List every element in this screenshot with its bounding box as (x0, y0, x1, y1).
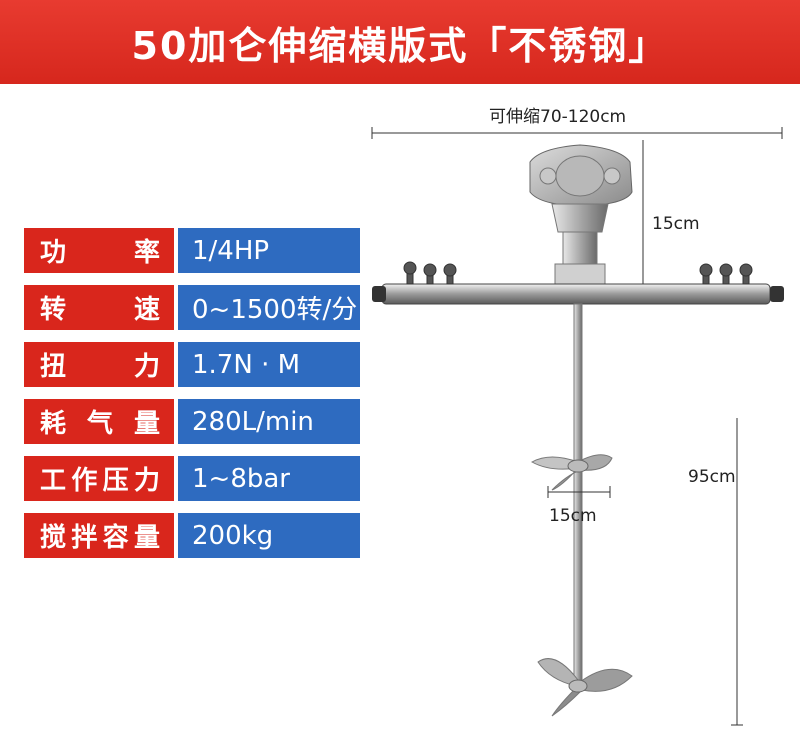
spec-label-char: 压 (102, 466, 129, 496)
spec-label: 耗气量 (24, 399, 174, 444)
spec-row-power: 功率 1/4HP (24, 228, 360, 273)
spec-label: 搅拌容量 (24, 513, 174, 558)
spec-table: 功率 1/4HP 转速 0~1500转/分 扭力 1.7N · M 耗气量 28… (24, 228, 360, 570)
spec-label-char: 转 (40, 295, 67, 325)
spec-label: 工作压力 (24, 456, 174, 501)
blade-span-dimension-line (547, 486, 611, 498)
spec-label-char: 搅 (40, 523, 67, 553)
upper-propeller (530, 454, 613, 491)
spec-row-working-pressure: 工作压力 1~8bar (24, 456, 360, 501)
spec-value: 1.7N · M (178, 342, 360, 387)
banner-title: 50加仑伸缩横版式「不锈钢」 (131, 23, 669, 68)
spec-label: 扭力 (24, 342, 174, 387)
spec-value: 1/4HP (178, 228, 360, 273)
spec-label-char: 工 (40, 466, 67, 496)
spec-label-char: 耗 (40, 409, 67, 439)
spec-label-char: 力 (133, 466, 160, 496)
width-range-label: 可伸缩70-120cm (489, 107, 627, 127)
spec-label-char: 量 (133, 409, 160, 439)
spec-row-air-consumption: 耗气量 280L/min (24, 399, 360, 444)
spec-label-char: 量 (133, 523, 160, 553)
spec-label: 转速 (24, 285, 174, 330)
spec-value: 280L/min (178, 399, 360, 444)
blade-span-label: 15cm (549, 506, 597, 526)
spec-label-char: 扭 (40, 352, 67, 382)
spec-row-mixing-capacity: 搅拌容量 200kg (24, 513, 360, 558)
telescopic-crossbar (372, 261, 784, 305)
spec-value: 200kg (178, 513, 360, 558)
spec-label-char: 力 (133, 352, 160, 382)
spec-label-char: 功 (40, 238, 67, 268)
spec-label-char: 作 (71, 466, 98, 496)
spec-label-char: 率 (133, 238, 160, 268)
lower-propeller (537, 658, 633, 717)
spec-label-char: 容 (102, 523, 129, 553)
spec-row-torque: 扭力 1.7N · M (24, 342, 360, 387)
spec-row-speed: 转速 0~1500转/分 (24, 285, 360, 330)
spec-label-char: 气 (86, 409, 113, 439)
head-height-label: 15cm (652, 214, 700, 234)
title-banner: 50加仑伸缩横版式「不锈钢」 (0, 0, 800, 84)
spec-value: 0~1500转/分 (178, 285, 360, 330)
shaft-length-label: 95cm (688, 467, 736, 487)
stirring-shaft (573, 303, 583, 685)
spec-value: 1~8bar (178, 456, 360, 501)
spec-label: 功率 (24, 228, 174, 273)
shaft-length-dimension-line (731, 418, 743, 726)
spec-label-char: 拌 (71, 523, 98, 553)
width-dimension-line (371, 127, 783, 139)
spec-label-char: 速 (133, 295, 160, 325)
air-motor (529, 144, 633, 285)
